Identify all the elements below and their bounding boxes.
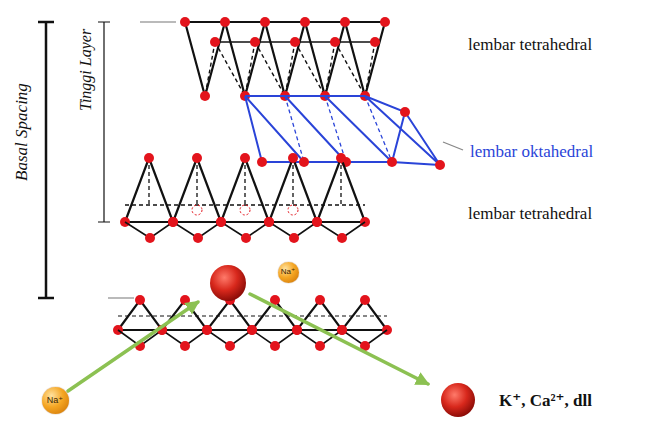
- exchange-arrows: [68, 294, 428, 391]
- tetrahedral-sheet-middle: [125, 158, 365, 238]
- dimension-text: Basal Spacing: [12, 83, 31, 181]
- sheet-text: lembar tetrahedral: [468, 204, 592, 223]
- tetrahedral-sheet-top: [185, 22, 385, 96]
- tetrahedral-sheet-bottom: [118, 300, 387, 346]
- dimension-label: Basal Spacing: [13, 83, 32, 181]
- sheet-label: lembar tetrahedral: [468, 205, 592, 224]
- layer-height-bracket: [98, 22, 110, 222]
- ion-label: Na⁺: [47, 396, 63, 405]
- guide-lines: [108, 22, 176, 298]
- sodium-ion: Na⁺: [42, 387, 69, 414]
- sheet-text: lembar oktahedral: [470, 142, 593, 161]
- ion-label: Na⁺: [281, 268, 295, 276]
- basal-spacing-bracket: [38, 22, 54, 298]
- sheet-label: lembar tetrahedral: [468, 36, 592, 55]
- sodium-ion: Na⁺: [278, 262, 299, 283]
- sheet-label: lembar oktahedral: [470, 143, 593, 162]
- sheet-text: lembar tetrahedral: [468, 35, 592, 54]
- cation-ball: [441, 383, 475, 417]
- octahedral-sheet: [245, 96, 440, 165]
- sheet-text: K⁺, Ca²⁺, dll: [499, 391, 592, 410]
- dimension-text: Tinggi Layer: [77, 29, 94, 111]
- cation-ball: [210, 265, 246, 301]
- sheet-label: K⁺, Ca²⁺, dll: [499, 392, 592, 411]
- dimension-label: Tinggi Layer: [77, 29, 95, 111]
- leader-line: [443, 142, 463, 150]
